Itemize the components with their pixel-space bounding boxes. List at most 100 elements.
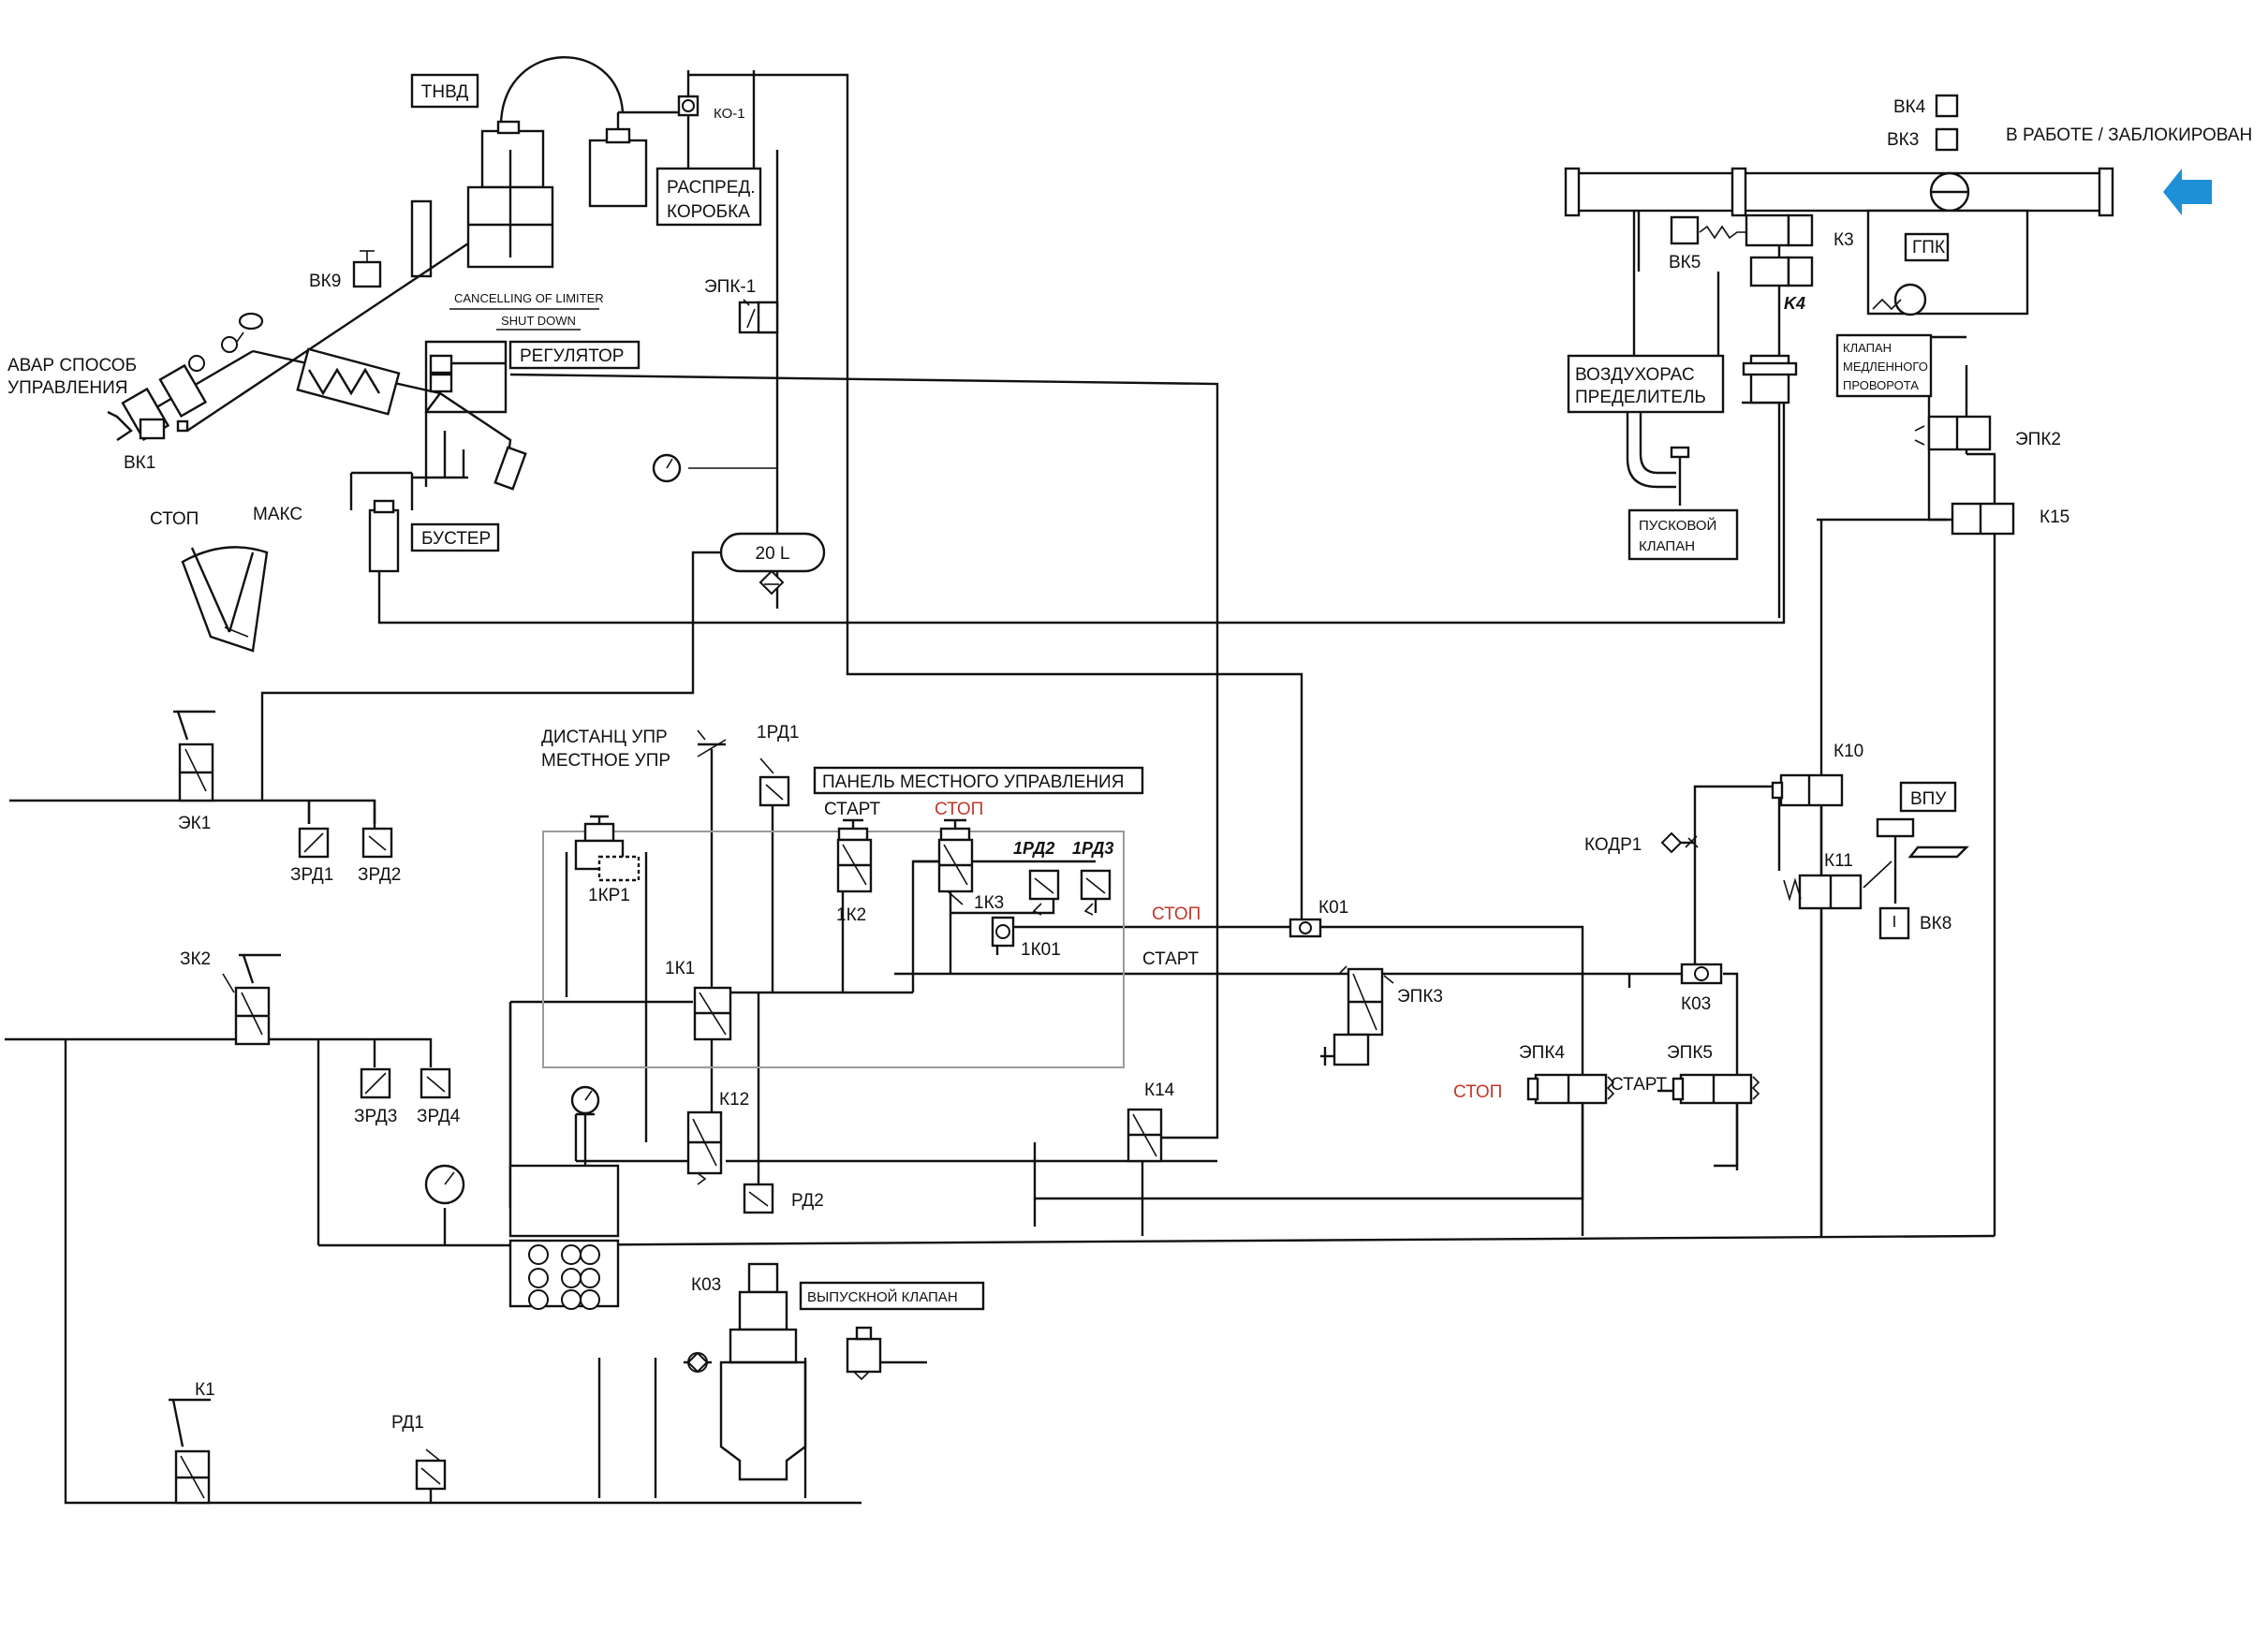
k3-1-label: 1К3: [974, 893, 1004, 913]
regulator-label: РЕГУЛЯТОР: [520, 346, 624, 366]
vk1-label: ВК1: [124, 453, 155, 473]
k01-1-label: 1К01: [1021, 940, 1061, 960]
rd2-label: РД2: [791, 1191, 824, 1211]
avar-label-2: УПРАВЛЕНИЯ: [7, 378, 128, 398]
zrd2-label: ЗРД2: [358, 865, 401, 885]
vpu-box: [1899, 781, 1957, 813]
start-epk5-label: СТАРТ: [1611, 1075, 1668, 1095]
tank-label: 20 L: [756, 544, 790, 564]
k4-label: K4: [1784, 294, 1805, 313]
pusk-label-2: КЛАПАН: [1639, 538, 1695, 554]
k03-right-check-valve: [1680, 963, 1723, 985]
vk5-label: ВК5: [1669, 253, 1701, 272]
ek1-label: ЭК1: [178, 814, 211, 833]
klapan-med-label-2: МЕДЛЕННОГО: [1843, 360, 1928, 374]
epk4-valve: [1534, 1073, 1608, 1105]
avar-label-1: АВАР СПОСОБ: [7, 356, 137, 375]
zrd1-label: ЗРД1: [290, 865, 333, 885]
stop-quadrant-label: СТОП: [150, 509, 199, 529]
left-valves: ЭК1 ЗРД1 ЗРД2 ЗК2 ЗРД3 ЗРД4 К1 РД1: [169, 710, 465, 1505]
starting-air-group: ВК4 ВК3 В РАБОТЕ / ЗАБЛОКИРОВАН ГПК ВК5 …: [1564, 94, 2252, 561]
vypusk-label: ВЫПУСКНОЙ КЛАПАН: [807, 1288, 958, 1305]
epk4-label: ЭПК4: [1519, 1043, 1565, 1063]
rd2-switch: [743, 1183, 774, 1214]
kr1-label: 1КР1: [588, 886, 630, 905]
klapan-med-label-3: ПРОВОРОТА: [1843, 378, 1919, 392]
ko1-check-valve: [677, 95, 700, 117]
start-panel-label: СТАРТ: [824, 800, 881, 819]
vk4-label: ВК4: [1893, 97, 1926, 117]
kodr1-label: КОДР1: [1584, 835, 1642, 855]
k01-label: К01: [1318, 898, 1348, 918]
panel-frame: [542, 831, 1125, 1068]
vypusk-box: [799, 1281, 985, 1311]
epk5-valve: [1679, 1073, 1753, 1105]
stop-line-label: СТОП: [1152, 904, 1200, 924]
start-line-label: СТАРТ: [1142, 949, 1200, 969]
vozd-label-1: ВОЗДУХОРАС: [1575, 365, 1695, 385]
tnvd-group: ТНВД КО-1 РАСПРЕД. КОРОБКА ЭПК-1: [7, 56, 826, 653]
k01-1-check-valve: [991, 916, 1015, 948]
epk5-label: ЭПК5: [1667, 1043, 1713, 1063]
epk3-label: ЭПК3: [1397, 987, 1443, 1007]
k1-label: К1: [195, 1380, 215, 1400]
mestnoe-label: МЕСТНОЕ УПР: [541, 751, 670, 771]
k03-bottom-label: К03: [691, 1275, 721, 1295]
vk3-label: ВК3: [1887, 130, 1919, 150]
center-right-valves: СТОП СТАРТ К01 ЭПК3 К03 ЭПК4 СТОП ЭПК5 С…: [1142, 742, 1969, 1105]
k3-label: К3: [1834, 230, 1854, 250]
k10-label: К10: [1834, 742, 1863, 761]
vk3-switch: [1935, 127, 1959, 152]
pusk-label-1: ПУСКОВОЙ: [1639, 517, 1716, 534]
rd2-1-label: 1РД2: [1013, 839, 1054, 858]
k03-right-label: К03: [1681, 994, 1711, 1014]
zrd3-label: ЗРД3: [354, 1107, 397, 1126]
k4-valve: [1749, 256, 1790, 287]
shutdown-label: SHUT DOWN: [501, 314, 576, 328]
k10-valve: [1779, 773, 1844, 807]
vozd-label-2: ПРЕДЕЛИТЕЛЬ: [1575, 388, 1706, 407]
vk5-switch: [1670, 215, 1700, 245]
vpu-label: ВПУ: [1910, 789, 1947, 809]
klapan-med-label-1: КЛАПАН: [1843, 341, 1892, 355]
cancelling-label: CANCELLING OF LIMITER: [454, 291, 604, 305]
stop-epk4-label: СТОП: [1453, 1082, 1502, 1102]
rd1-switch: [415, 1459, 447, 1491]
zrd4-label: ЗРД4: [417, 1107, 461, 1126]
handwheel-icon: [238, 312, 264, 331]
ko1-label: КО-1: [714, 106, 745, 122]
buster-label: БУСТЕР: [421, 529, 491, 549]
korobka-label: КОРОБКА: [667, 202, 750, 222]
stop-panel-label: СТОП: [935, 800, 983, 819]
vk8-switch: [1878, 906, 1910, 940]
rd1-1-label: 1РД1: [757, 723, 799, 743]
blue-arrow-icon: [2163, 169, 2212, 215]
zrd4-switch: [420, 1067, 451, 1099]
vk9-switch: [352, 260, 382, 288]
local-control-panel: ДИСТАНЦ УПР МЕСТНОЕ УПР 1РД1 ПАНЕЛЬ МЕСТ…: [541, 723, 1144, 1041]
k3-valve: [1745, 213, 1790, 247]
tnvd-label-box: [410, 73, 479, 109]
rd3-1-label: 1РД3: [1072, 839, 1113, 858]
distanc-label: ДИСТАНЦ УПР: [541, 728, 668, 747]
raspred-label: РАСПРЕД.: [667, 178, 756, 198]
tnvd-label: ТНВД: [421, 82, 469, 102]
epk2-label: ЭПК2: [2015, 430, 2061, 449]
k11-label: К11: [1824, 851, 1853, 871]
epk1-label: ЭПК-1: [704, 277, 756, 297]
k2-1-label: 1К2: [836, 905, 866, 925]
rd1-label: РД1: [391, 1413, 424, 1433]
lower-center: К12 РД2 К14 К03 ВЫПУСКНОЙ КЛАПАН: [508, 1081, 1175, 1481]
gpk-label: ГПК: [1912, 238, 1945, 257]
v-rabote-label: В РАБОТЕ / ЗАБЛОКИРОВАН: [2006, 125, 2252, 145]
vk8-label: ВК8: [1920, 914, 1951, 934]
maks-label: МАКС: [253, 505, 302, 524]
panel-title-box: [813, 766, 1144, 795]
epk2-valve: [1927, 415, 1992, 451]
k14-label: К14: [1144, 1081, 1175, 1100]
k1-1-label: 1К1: [665, 959, 695, 978]
zk2-label: ЗК2: [180, 949, 211, 969]
k12-label: К12: [719, 1090, 749, 1110]
k01-check-valve: [1289, 918, 1322, 938]
